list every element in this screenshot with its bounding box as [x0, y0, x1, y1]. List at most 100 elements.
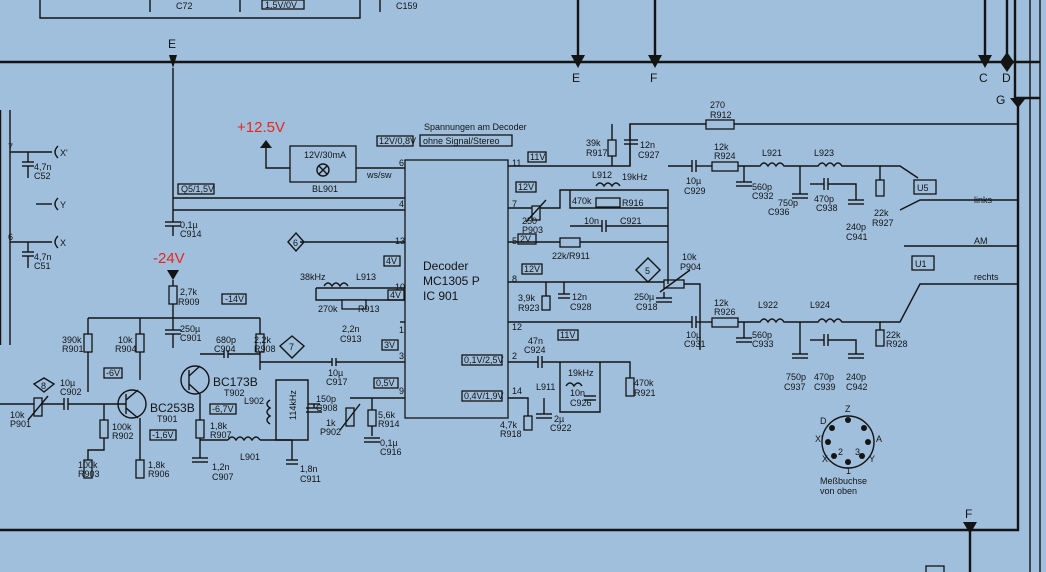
r903-value: 100k: [78, 460, 98, 470]
bus-f: F: [650, 71, 657, 85]
c911-ref: C911: [300, 474, 321, 484]
c942-value: 240p: [846, 372, 866, 382]
lamp-section: +12.5V 12V/30mA BL901 ws/sw 12V/0,8V: [237, 119, 416, 194]
r913-ref: R913: [358, 304, 380, 314]
c911-value: 1,8n: [300, 464, 318, 474]
r926-value: 12k: [714, 298, 729, 308]
output-rechts: rechts: [974, 272, 999, 282]
c72-label: C72: [176, 1, 193, 11]
pin-7: 7: [512, 199, 517, 209]
r908-value: 2,2k: [254, 335, 272, 345]
switch-u5-label: U5: [917, 183, 929, 193]
c926-ref: C926: [570, 398, 592, 408]
c904-value: 680p: [216, 335, 236, 345]
c918-ref: C918: [636, 302, 658, 312]
pin-14: 14: [512, 386, 522, 396]
input-x: X: [60, 238, 66, 248]
supply-branch: Q5/1,5V 0,1µ C914 -24V 2,7k R909 -14V: [88, 68, 405, 319]
c901-ref: C901: [180, 333, 202, 343]
p901-value: 10k: [10, 410, 25, 420]
c52-ref: C52: [34, 171, 51, 181]
pin6-left: 6: [8, 232, 13, 242]
c938-ref: C938: [816, 203, 838, 213]
socket-pin-x: X: [822, 454, 828, 464]
c929-value: 10µ: [686, 176, 701, 186]
r923-ref: R923: [518, 303, 540, 313]
c51-ref: C51: [34, 261, 51, 271]
p903-ref: P903: [522, 225, 543, 235]
c939-value: 470p: [814, 372, 834, 382]
decoder-header2: ohne Signal/Stereo: [423, 136, 500, 146]
voltage-q5: Q5/1,5V: [181, 184, 214, 194]
c941-ref: C941: [846, 232, 868, 242]
arrow-f-bottom: [963, 522, 977, 534]
p903-value: 250: [522, 216, 537, 226]
r927-ref: R927: [872, 218, 894, 228]
r912-value: 270: [710, 100, 725, 110]
annotation-minus-24v: -24V: [153, 250, 185, 267]
label-19khz-a: 19kHz: [622, 172, 648, 182]
socket-pin-1: 1: [846, 466, 851, 476]
r901-value: 390k: [62, 335, 82, 345]
c907-value: 1,2n: [212, 462, 230, 472]
switch-u1-label: U1: [915, 259, 927, 269]
r906-value: 1,8k: [148, 460, 166, 470]
voltage-3v: 3V: [384, 340, 395, 350]
p904-value: 10k: [682, 252, 697, 262]
lamp-ws-sw: ws/sw: [366, 170, 392, 180]
pin-4: 4: [399, 199, 404, 209]
socket-caption-2: von oben: [820, 486, 857, 496]
r918-value: 4,7k: [500, 420, 518, 430]
socket-pin-xprime: X': [815, 434, 823, 444]
c937-value: 750p: [786, 372, 806, 382]
r916-ref: R916: [622, 198, 644, 208]
r909-ref: R909: [178, 297, 200, 307]
label-114khz: 114kHz: [288, 390, 298, 420]
bus-g: G: [996, 93, 1005, 107]
bus-e: E: [572, 71, 580, 85]
r913-value: 270k: [318, 304, 338, 314]
c159-label: C159: [396, 1, 418, 11]
arrow-d: [1000, 52, 1014, 72]
output-am: AM: [974, 236, 988, 246]
decoder-chip-body: [404, 159, 509, 419]
pin-5: 5: [512, 236, 517, 246]
l901-label: L901: [240, 452, 260, 462]
voltage-11v-b: 11V: [560, 330, 575, 340]
pin-6: 6: [399, 158, 404, 168]
testpoint-7: 7: [289, 342, 294, 352]
bus-c: C: [979, 71, 988, 85]
r914-value: 5,6k: [378, 410, 396, 420]
lamp-ref: BL901: [312, 184, 338, 194]
socket-pin-a: A: [876, 434, 882, 444]
voltage-04v-19v: 0,4V/1,9V: [464, 391, 504, 401]
t901-ref: T901: [157, 414, 178, 424]
voltage-minus67v: -6,7V: [212, 404, 234, 414]
r903-ref: R903: [78, 469, 100, 479]
r901-ref: R901: [62, 344, 84, 354]
c914-value: 0,1µ: [180, 220, 198, 230]
amplifier-section: 390k R901 10k R904 250µ C901 2,2k R908 6…: [0, 318, 405, 484]
r909-value: 2,7k: [180, 287, 198, 297]
c913-ref: C913: [340, 334, 362, 344]
r908-ref: R908: [254, 344, 276, 354]
c939-ref: C939: [814, 382, 836, 392]
socket-pin-d: D: [820, 416, 827, 426]
c932-value: 560p: [752, 182, 772, 192]
r928-value: 22k: [886, 330, 901, 340]
annotation-plus-12-5v: +12.5V: [237, 119, 285, 136]
c931-ref: C931: [684, 339, 706, 349]
voltage-4v-b: 4V: [390, 290, 401, 300]
oscillator-section: 6 38kHz L913 270k R913 2,2n C913: [287, 231, 405, 344]
r912-ref: R912: [710, 110, 732, 120]
r906-ref: R906: [148, 469, 170, 479]
r921-value: 470k: [634, 378, 654, 388]
c907-ref: C907: [212, 472, 234, 482]
bottom-fragment-box: [925, 565, 945, 572]
c922-ref: C922: [550, 423, 572, 433]
pin-8: 8: [512, 274, 517, 284]
pin7-left: 7: [8, 142, 13, 152]
voltage-minus16v: -1,6V: [152, 430, 174, 440]
r904-ref: R904: [115, 344, 137, 354]
